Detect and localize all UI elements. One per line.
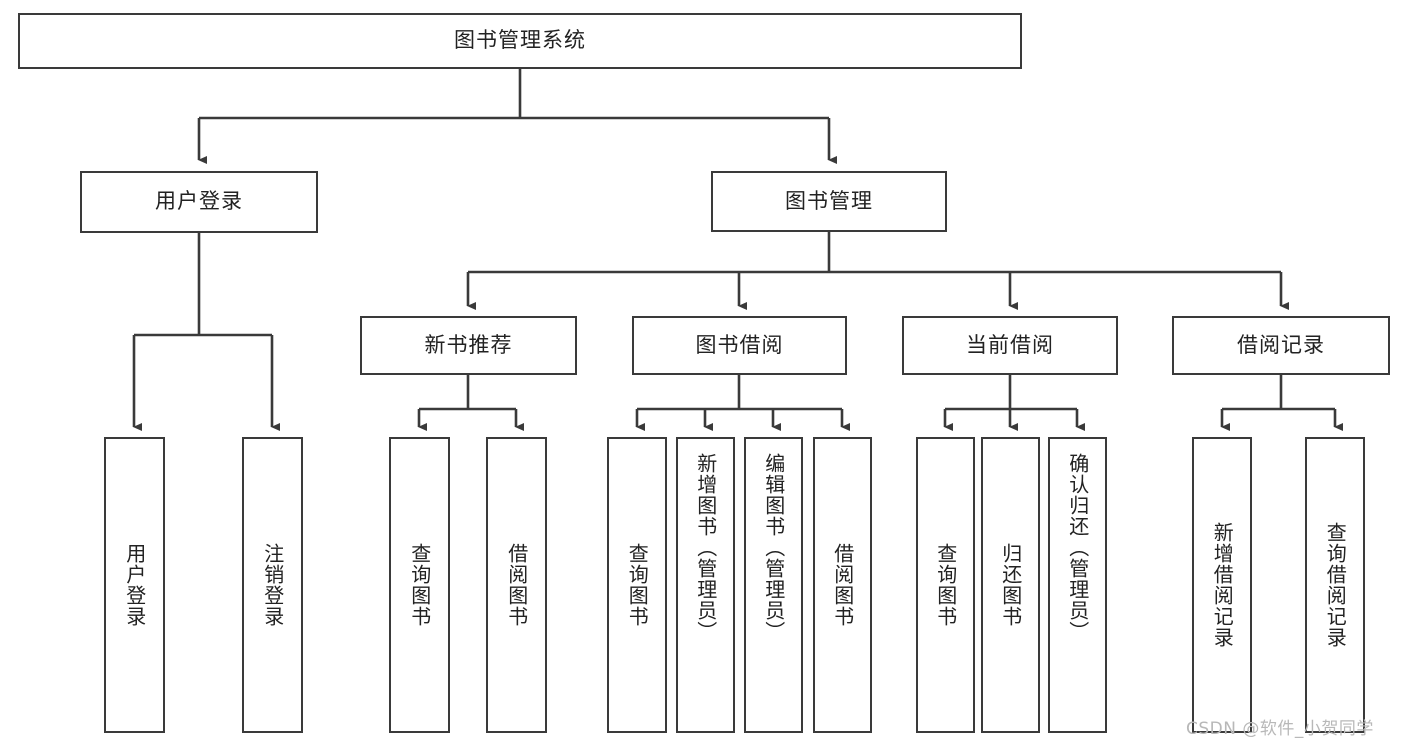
node-book-borrow[interactable]: 图书借阅 — [632, 316, 847, 375]
leaf-logout-login[interactable]: 注销登录 — [242, 437, 303, 733]
leaf-query-book-recommend[interactable]: 查询图书 — [389, 437, 450, 733]
node-new-book-recommend[interactable]: 新书推荐 — [360, 316, 577, 375]
node-user-login[interactable]: 用户登录 — [80, 171, 318, 233]
leaf-query-book-borrow[interactable]: 查询图书 — [607, 437, 667, 733]
node-current-borrow[interactable]: 当前借阅 — [902, 316, 1118, 375]
csdn-watermark: CSDN @软件_小贺同学 — [1186, 719, 1374, 739]
leaf-edit-book-admin[interactable]: 编辑图书（管理员） — [744, 437, 803, 733]
leaf-return-book[interactable]: 归还图书 — [981, 437, 1040, 733]
node-book-management[interactable]: 图书管理 — [711, 171, 947, 232]
leaf-add-borrow-record[interactable]: 新增借阅记录 — [1192, 437, 1252, 733]
leaf-add-book-admin[interactable]: 新增图书（管理员） — [676, 437, 735, 733]
node-borrow-record[interactable]: 借阅记录 — [1172, 316, 1390, 375]
leaf-query-borrow-record[interactable]: 查询借阅记录 — [1305, 437, 1365, 733]
leaf-confirm-return-admin[interactable]: 确认归还（管理员） — [1048, 437, 1107, 733]
leaf-query-book-current[interactable]: 查询图书 — [916, 437, 975, 733]
leaf-borrow-book-action[interactable]: 借阅图书 — [813, 437, 872, 733]
leaf-borrow-book-recommend[interactable]: 借阅图书 — [486, 437, 547, 733]
node-root-book-management-system[interactable]: 图书管理系统 — [18, 13, 1022, 69]
leaf-user-login[interactable]: 用户登录 — [104, 437, 165, 733]
